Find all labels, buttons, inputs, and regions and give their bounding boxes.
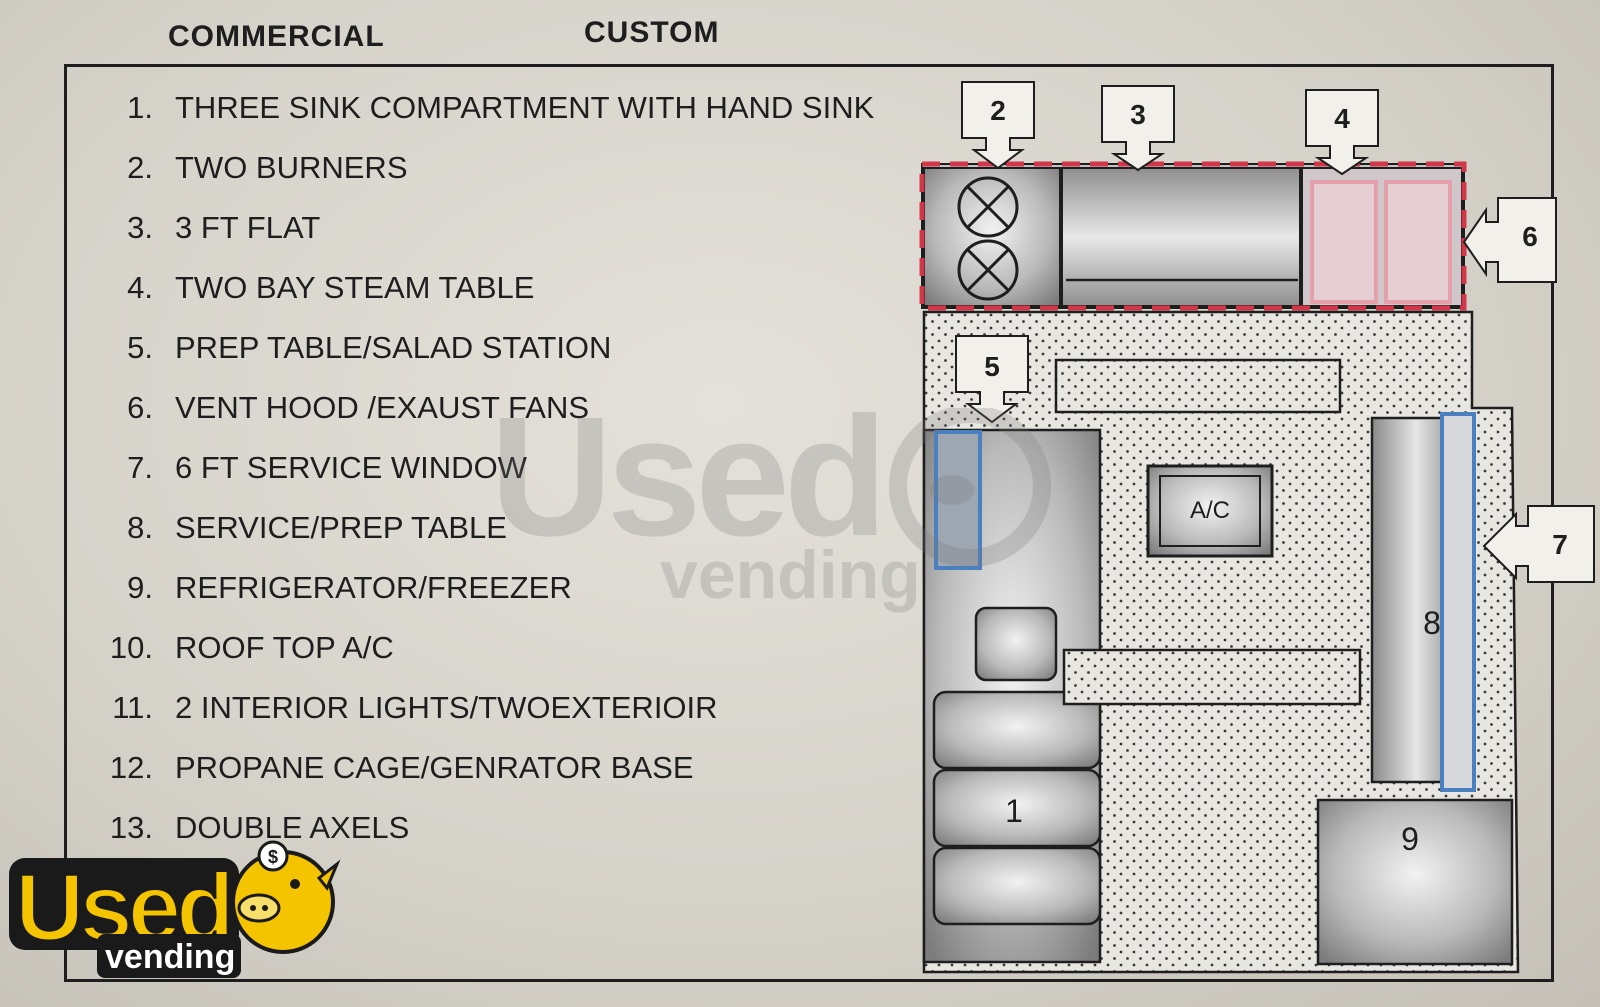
callout-3-label: 3: [1130, 99, 1146, 130]
flat-top-griddle: [1061, 167, 1301, 307]
steam-bay: [1384, 180, 1452, 304]
vent-hood-outline: [919, 161, 1467, 311]
legend-item: 5.PREP TABLE/SALAD STATION: [127, 330, 612, 365]
prep-window-left: [934, 430, 982, 570]
legend-item: 10.ROOF TOP A/C: [109, 630, 394, 665]
legend-item: 11.2 INTERIOR LIGHTS/TWOEXTERIOIR: [112, 690, 718, 725]
logo-subtext: vending: [105, 938, 235, 976]
sink-compartment: [932, 846, 1102, 926]
svg-text:$: $: [268, 847, 278, 867]
fridge-number-label: 9: [1401, 821, 1419, 857]
sink-compartment: [932, 768, 1102, 848]
custom-label: CUSTOM: [584, 16, 720, 49]
hand-sink: [974, 606, 1058, 682]
piggy-bank-icon: $: [231, 840, 341, 954]
legend-item: 7.6 FT SERVICE WINDOW: [127, 450, 527, 485]
ac-label: A/C: [1190, 497, 1230, 524]
burner-icon: [957, 239, 1019, 301]
burner-icon: [957, 176, 1019, 238]
roof-ac-unit: [1146, 464, 1274, 558]
callout-5-label: 5: [984, 351, 1000, 382]
callout-7: [1482, 505, 1595, 583]
equipment-legend: 1.THREE SINK COMPARTMENT WITH HAND SINK …: [95, 78, 915, 858]
callout-3: [1101, 85, 1175, 172]
callout-2-label: 2: [990, 95, 1006, 126]
callout-6: [1462, 197, 1557, 283]
legend-item: 6.VENT HOOD /EXAUST FANS: [127, 390, 590, 425]
callout-4-label: 4: [1334, 103, 1350, 134]
sink-number-label: 1: [1005, 793, 1023, 829]
callout-6-label: 6: [1522, 221, 1538, 252]
refrigerator-freezer: [1316, 798, 1514, 966]
callout-4: [1305, 89, 1379, 176]
legend-item: 13.DOUBLE AXELS: [109, 810, 410, 845]
callout-5: [955, 335, 1029, 424]
legend-item: 3.3 FT FLAT: [127, 210, 321, 245]
legend-item: 8.SERVICE/PREP TABLE: [127, 510, 507, 545]
sink-compartment: [932, 690, 1102, 770]
legend-item: 2.TWO BURNERS: [127, 150, 408, 185]
legend-item: 12.PROPANE CAGE/GENRATOR BASE: [109, 750, 694, 785]
service-table-number-label: 8: [1423, 605, 1441, 641]
legend-item: 4.TWO BAY STEAM TABLE: [127, 270, 535, 305]
prep-table-middle: [1062, 648, 1362, 706]
service-window: [1440, 412, 1476, 792]
commercial-label: COMMERCIAL: [168, 20, 385, 53]
steam-bay: [1310, 180, 1378, 304]
legend-item: 9.REFRIGERATOR/FREEZER: [127, 570, 572, 605]
legend-item: 1.THREE SINK COMPARTMENT WITH HAND SINK: [127, 90, 875, 125]
callout-7-label: 7: [1552, 529, 1568, 560]
prep-table-top: [1054, 358, 1342, 414]
used-vending-logo: Used vending $: [5, 838, 345, 988]
callout-2: [961, 81, 1035, 170]
